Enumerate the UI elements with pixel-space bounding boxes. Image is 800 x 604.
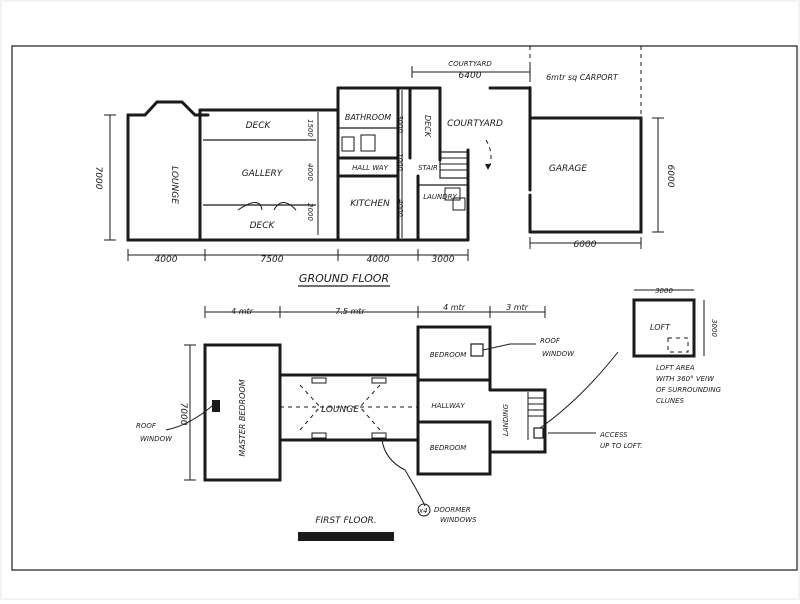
- note-loft-area-1: LOFT AREA: [656, 364, 695, 372]
- leader-dormer: [381, 439, 426, 507]
- dormer-window-1: [311, 377, 327, 384]
- lounge-hip-2: [299, 406, 321, 431]
- room-label-deck-side: DECK: [423, 115, 432, 138]
- dim-courtyard-label: COURTYARD: [448, 60, 492, 68]
- laundry-machine-fixture: [452, 197, 466, 211]
- room-label-landing: LANDING: [502, 403, 510, 436]
- ground-floor-title: GROUND FLOOR: [299, 272, 389, 285]
- wall-master-bedroom: [203, 343, 282, 482]
- note-access-2: UP TO LOFT.: [600, 442, 642, 450]
- dim-garage-height: 6000: [665, 165, 675, 188]
- first-dimensions: [184, 289, 705, 481]
- dormer-window-3: [311, 432, 327, 439]
- loft-opening: [667, 337, 689, 353]
- room-label-lounge-first: LOUNGE: [321, 405, 359, 415]
- room-label-bedroom-top: BEDROOM: [430, 351, 467, 359]
- first-floor-title-bar: [298, 532, 394, 541]
- room-label-hallway: HALL WAY: [352, 164, 388, 172]
- room-label-bathroom: BATHROOM: [345, 113, 391, 122]
- door-swing-2: [273, 202, 297, 211]
- lounge-hip-3: [359, 384, 381, 408]
- lounge-hip-4: [359, 406, 381, 431]
- dim-loft-width: 3000: [655, 287, 673, 295]
- room-label-deck-bottom: DECK: [250, 221, 276, 231]
- basin-fixture: [360, 134, 376, 152]
- room-label-hallway-first: HALLWAY: [431, 402, 465, 410]
- dim-b4: 3000: [432, 255, 455, 265]
- dim-bath-height: 3000: [396, 115, 404, 133]
- room-label-lounge: LOUNGE: [169, 166, 179, 204]
- dim-first-d2: 7.5 mtr: [335, 307, 365, 316]
- wall-bedroom-top: [416, 325, 492, 382]
- leader-roof-window-right: [482, 343, 536, 351]
- dim-b2: 7500: [261, 255, 284, 265]
- room-label-garage: GARAGE: [549, 164, 588, 174]
- courtyard-arc: [485, 139, 492, 171]
- room-label-master-bedroom: MASTER BEDROOM: [238, 379, 247, 456]
- dim-deck-height: 1500: [306, 119, 314, 137]
- dim-gallery-height: 4000: [306, 163, 314, 181]
- drawing-frame: [11, 45, 798, 571]
- note-roof-window-left-2: WINDOW: [140, 435, 173, 443]
- note-loft-area-3: OF SURROUNDING: [656, 386, 722, 394]
- ground-stair: [439, 151, 469, 179]
- room-label-kitchen: KITCHEN: [350, 199, 390, 209]
- note-roof-window-left-1: ROOF: [136, 422, 157, 430]
- wall-landing: [488, 388, 547, 476]
- note-roof-window-right-2: WINDOW: [542, 350, 575, 358]
- toilet-fixture: [341, 136, 355, 152]
- room-label-deck-top: DECK: [246, 121, 272, 131]
- first-floor-title: FIRST FLOOR.: [315, 516, 376, 526]
- dim-b3: 4000: [367, 255, 390, 265]
- room-label-laundry: LAUNDRY: [423, 193, 457, 201]
- note-dormer-1: DOORMER: [434, 506, 471, 514]
- dim-courtyard-width: 6400: [459, 71, 482, 81]
- wall-ground-outline-left: [126, 113, 340, 242]
- note-dormer-count: x4: [418, 507, 428, 515]
- first-floor-plan: 4 mtr 7.5 mtr 4 mtr 3 mtr 7000 3000 3000…: [136, 287, 722, 541]
- dormer-window-4: [371, 432, 387, 439]
- roof-window-left-icon: [212, 400, 220, 412]
- wall-garage: [528, 116, 643, 234]
- dim-kitchen-height: 4000: [396, 199, 404, 217]
- room-label-gallery: GALLERY: [242, 169, 284, 179]
- note-roof-window-right-1: ROOF: [540, 337, 561, 345]
- leader-loft-access: [539, 351, 619, 429]
- door-swing: [237, 202, 263, 211]
- leader-roof-window-left: [165, 405, 213, 431]
- arrow-icon: [485, 164, 491, 170]
- note-loft-area-4: CLUNES: [656, 397, 685, 405]
- ground-floor-plan: LOUNGE DECK GALLERY DECK BATHROOM DECK C…: [93, 46, 675, 287]
- dim-hall: 1000: [396, 153, 404, 171]
- wall-loft: [632, 298, 696, 358]
- room-label-courtyard: COURTYARD: [447, 119, 503, 129]
- dim-garage-width: 6000: [574, 240, 597, 250]
- dim-loft-height: 3000: [710, 319, 718, 337]
- room-label-carport: 6mtr sq CARPORT: [546, 73, 619, 82]
- room-label-loft: LOFT: [650, 323, 671, 332]
- room-label-stair: STAIR: [418, 164, 438, 172]
- room-label-bedroom-bottom: BEDROOM: [430, 444, 467, 452]
- dim-lounge-height: 7000: [93, 167, 103, 190]
- first-stair: [527, 392, 545, 440]
- dim-gallery-sub: 2000: [306, 203, 314, 221]
- dim-master-height: 7000: [178, 403, 188, 426]
- dim-first-d1: 4 mtr: [231, 307, 254, 316]
- note-loft-area-2: WITH 360° VEIW: [656, 375, 715, 383]
- note-access-1: ACCESS: [599, 431, 628, 439]
- dormer-count-circle: [417, 503, 431, 517]
- dormer-window-2: [371, 377, 387, 384]
- wall-bedroom-bottom: [416, 420, 492, 476]
- dim-b1: 4000: [155, 255, 178, 265]
- lounge-hip-1: [299, 384, 321, 408]
- dim-first-d4: 3 mtr: [506, 303, 529, 312]
- ground-dimensions: [104, 66, 664, 261]
- note-dormer-2: WINDOWS: [440, 516, 477, 524]
- dim-first-d3: 4 mtr: [443, 303, 466, 312]
- wall-bay-window: [126, 100, 210, 117]
